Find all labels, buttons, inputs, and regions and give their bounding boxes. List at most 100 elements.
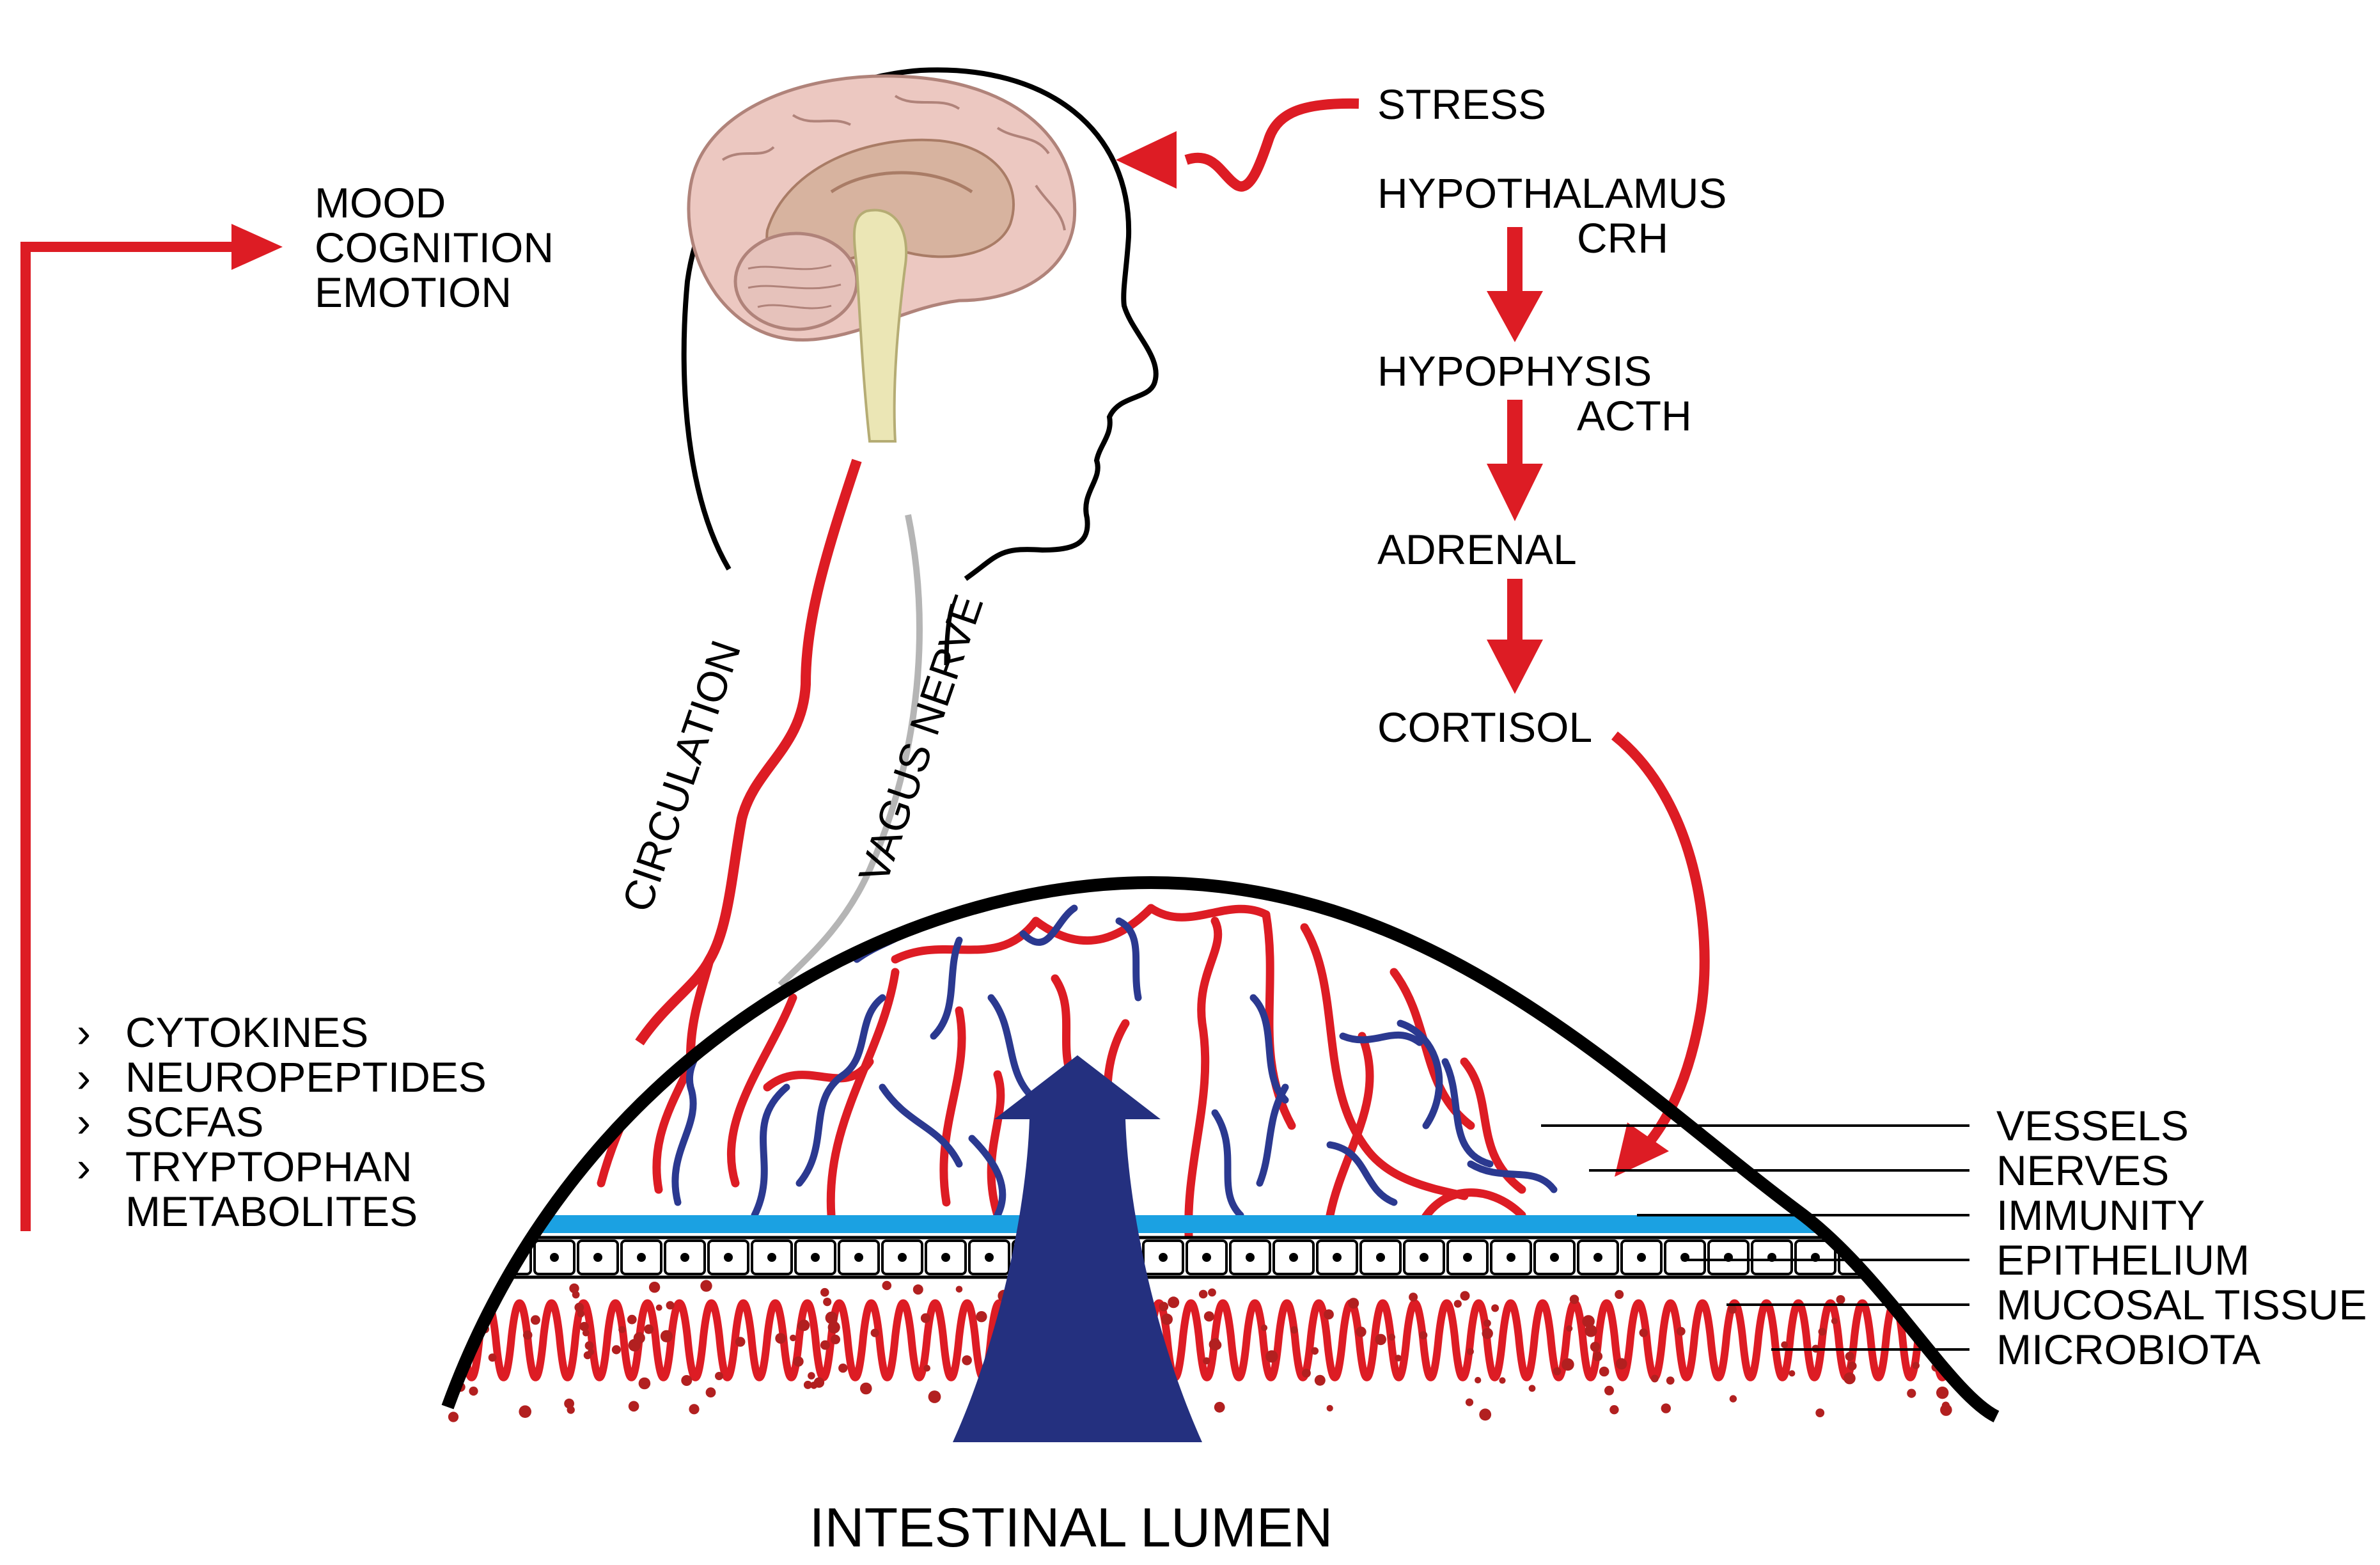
microbe-dot	[1592, 1351, 1603, 1362]
cognition-label: COGNITION	[315, 224, 554, 271]
microbe-dot	[1609, 1405, 1619, 1415]
neck-line	[944, 603, 955, 666]
microbe-dot	[1977, 1370, 1984, 1378]
microbe-dot	[611, 1345, 622, 1355]
microbe-dot	[1676, 1326, 1686, 1336]
microbe-dot	[793, 1356, 804, 1367]
mediator-item: TRYPTOPHAN	[125, 1143, 412, 1190]
layer-label-immunity: IMMUNITY	[1996, 1191, 2205, 1239]
mood-label: MOOD	[315, 179, 446, 226]
microbe-dot	[1491, 1304, 1499, 1312]
epithelial-cell	[448, 1239, 489, 1275]
microbe-dot	[1562, 1358, 1574, 1371]
microbe-dot	[1650, 1374, 1659, 1383]
microbe-dot	[1482, 1328, 1493, 1339]
microbe-dot	[1836, 1295, 1845, 1304]
microbe-dot	[808, 1372, 815, 1380]
cell-nucleus	[941, 1253, 950, 1262]
microbe-dot	[1214, 1401, 1225, 1413]
microbe-dot	[1499, 1377, 1506, 1384]
cell-nucleus	[854, 1253, 863, 1262]
cell-nucleus	[680, 1253, 689, 1262]
microbe-dot	[1203, 1357, 1210, 1365]
immunity-band	[448, 1215, 1996, 1233]
microbe-dot	[790, 1334, 797, 1342]
mediator-item: NEUROPEPTIDES	[125, 1053, 487, 1101]
microbe-dot	[519, 1405, 531, 1418]
microbe-dot	[1326, 1404, 1333, 1412]
bullet-1: ›	[77, 1009, 91, 1056]
microbe-dot	[1590, 1342, 1601, 1352]
microbe-dot	[928, 1390, 941, 1403]
cell-nucleus	[1289, 1253, 1298, 1262]
microbe-dot	[1599, 1366, 1609, 1377]
layer-label-mucosal-tissue: MUCOSAL TISSUE	[1996, 1281, 2367, 1328]
microbe-dot	[1585, 1325, 1597, 1337]
microbe-dot	[1907, 1388, 1916, 1398]
microbe-dot	[1198, 1289, 1208, 1299]
microbe-dot	[1666, 1376, 1675, 1385]
microbe-dot	[618, 1326, 626, 1333]
microbe-dot	[1388, 1333, 1396, 1341]
microbe-dot	[820, 1287, 829, 1297]
microbe-dot	[870, 1328, 879, 1337]
microbe-dot	[813, 1377, 825, 1388]
microbe-dot	[584, 1341, 594, 1350]
microbe-dot	[823, 1298, 832, 1307]
microbe-dot	[860, 1382, 872, 1395]
vagus-nerve-line	[778, 514, 923, 987]
microbe-dot	[1314, 1374, 1326, 1386]
microbe-dot	[1913, 1281, 1922, 1290]
microbe-dot	[689, 1404, 700, 1415]
microbe-dot	[681, 1375, 693, 1386]
microbe-dot	[1395, 1355, 1402, 1362]
stress-arrow	[1116, 98, 1359, 192]
layer-labels: VESSELS NERVES IMMUNITY EPITHELIUM MUCOS…	[1996, 1102, 2367, 1373]
microbe-dot	[1729, 1395, 1737, 1403]
microbe-dot	[660, 1330, 673, 1342]
microbe-dot	[797, 1321, 806, 1331]
mediator-item: SCFAS	[125, 1098, 263, 1145]
cell-nucleus	[1985, 1253, 1994, 1262]
hypophysis-label: HYPOPHYSIS	[1377, 347, 1652, 395]
microbe-dot	[666, 1301, 675, 1310]
microbe-dot	[1375, 1333, 1386, 1346]
cell-nucleus	[1593, 1253, 1602, 1262]
up-arrow-icon	[953, 1055, 1202, 1442]
microbe-dot	[1728, 1305, 1737, 1314]
microbe-dot	[735, 1337, 746, 1347]
cell-nucleus	[898, 1253, 907, 1262]
microbe-dot	[1847, 1361, 1857, 1371]
microbe-dot	[453, 1328, 464, 1339]
stress-label: STRESS	[1377, 81, 1546, 128]
layer-leaders	[1541, 1124, 1969, 1351]
microbe-dot	[530, 1315, 540, 1325]
circulation-vessel	[635, 459, 862, 1046]
cell-nucleus	[1550, 1253, 1559, 1262]
microbe-dot	[1161, 1313, 1173, 1325]
microbe-dot	[1941, 1401, 1950, 1410]
microbe-dot	[976, 1311, 987, 1323]
cell-nucleus	[767, 1253, 776, 1262]
microbe-dot	[1639, 1328, 1648, 1337]
microbe-dot	[572, 1291, 580, 1299]
microbe-dot	[1789, 1370, 1796, 1377]
cell-nucleus	[1507, 1253, 1515, 1262]
microbe-dot	[469, 1387, 478, 1396]
microbe-dot	[1301, 1369, 1311, 1378]
mediator-list: › CYTOKINES › NEUROPEPTIDES › SCFAS › TR…	[77, 1009, 487, 1235]
microbe-dot	[1311, 1347, 1319, 1355]
microbe-dot	[471, 1305, 480, 1314]
microbe-dot	[1419, 1331, 1428, 1340]
mood-feedback-arrow	[20, 224, 283, 1231]
microbe-dot	[522, 1330, 533, 1340]
microbe-dot	[1969, 1341, 1977, 1349]
microbe-dot	[1460, 1291, 1470, 1301]
cell-nucleus	[1246, 1253, 1255, 1262]
microbe-dot	[1936, 1387, 1949, 1399]
microbe-dot	[1989, 1284, 1996, 1291]
microbe-dot	[1211, 1340, 1222, 1350]
epithelial-cell	[1881, 1239, 1923, 1275]
